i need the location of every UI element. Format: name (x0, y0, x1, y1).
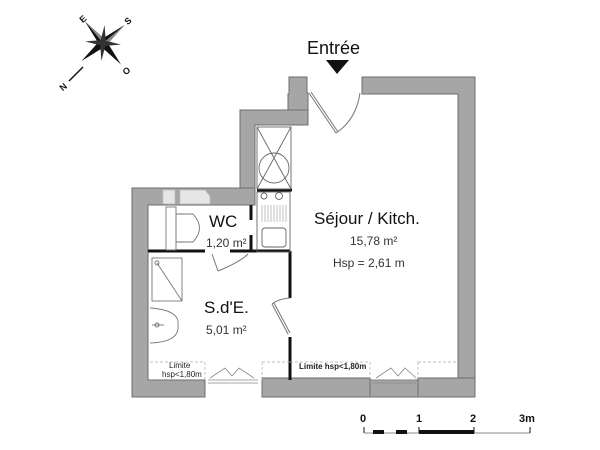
entrance-label: Entrée (307, 38, 361, 58)
shower (151, 257, 183, 302)
wc-area: 1,20 m² (206, 236, 247, 250)
sde-title: S.d'E. (204, 298, 249, 317)
sejour-limit-label: Limite hsp<1,80m (299, 362, 367, 371)
sde-limit-line1: Limite (169, 361, 191, 370)
wc-title: WC (209, 212, 238, 231)
scale-tick-2: 2 (470, 413, 477, 425)
kitchen-fixtures (256, 126, 292, 253)
scale-tick-3: 3m (519, 413, 535, 425)
washbasin (149, 307, 179, 344)
scale-bar (363, 427, 531, 434)
sejour-title: Séjour / Kitch. (314, 209, 420, 228)
sejour-height: Hsp = 2,61 m (333, 256, 405, 270)
sde-door (271, 297, 291, 335)
limit-lines (150, 361, 456, 380)
entrance-door (308, 91, 361, 134)
sde-area: 5,01 m² (206, 323, 247, 337)
sde-limit-line2: hsp<1,80m (162, 370, 202, 379)
sejour-area: 15,78 m² (350, 234, 398, 248)
compass-rose-icon (68, 21, 125, 82)
scale-tick-1: 1 (416, 413, 423, 425)
entrance-arrow-icon (326, 60, 349, 74)
vent-marks (162, 189, 211, 205)
partitions (148, 188, 292, 380)
wc-fixtures (165, 206, 200, 251)
scale-tick-0: 0 (360, 413, 367, 425)
walls (131, 76, 476, 398)
skylight-windows (208, 367, 417, 384)
wc-door (211, 253, 249, 272)
